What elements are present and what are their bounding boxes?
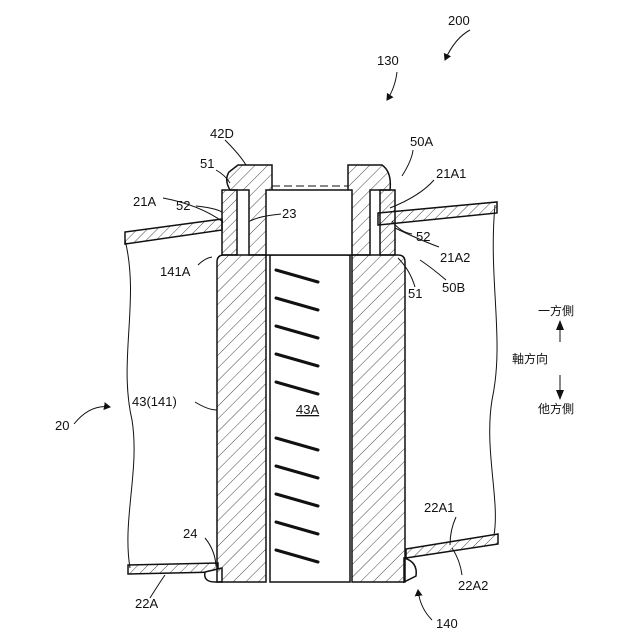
label-130: 130 [377, 53, 399, 68]
body-43 [217, 255, 266, 582]
label-140: 140 [436, 616, 458, 631]
label-51-left: 51 [200, 156, 214, 171]
weld-bead-right [404, 558, 416, 582]
arrow-200 [445, 30, 470, 60]
bore-23 [266, 190, 352, 255]
axial-direction-arrow [556, 320, 564, 400]
label-43-141: 43(141) [132, 394, 177, 409]
seal-ring-left [222, 190, 237, 255]
member-right-edge [490, 205, 497, 535]
label-200: 200 [448, 13, 470, 28]
label-52-left: 52 [176, 198, 190, 213]
label-23: 23 [282, 206, 296, 221]
label-43A: 43A [296, 402, 319, 417]
label-21A2: 21A2 [440, 250, 470, 265]
label-axial: 軸方向 [512, 351, 548, 366]
label-21A: 21A [133, 194, 156, 209]
label-other-side: 他方側 [538, 401, 574, 416]
label-50A: 50A [410, 134, 433, 149]
label-21A1: 21A1 [436, 166, 466, 181]
body-43-right [352, 255, 405, 582]
label-141A: 141A [160, 264, 191, 279]
label-51-right: 51 [408, 286, 422, 301]
arrow-140 [418, 590, 432, 620]
label-42D: 42D [210, 126, 234, 141]
arrow-130 [387, 72, 397, 100]
label-20: 20 [55, 418, 69, 433]
label-22A1: 22A1 [424, 500, 454, 515]
label-24: 24 [183, 526, 197, 541]
upper-plate-left [125, 219, 222, 244]
label-one-side: 一方側 [538, 303, 574, 318]
label-22A2: 22A2 [458, 578, 488, 593]
label-52-right: 52 [416, 229, 430, 244]
lower-plate-right [406, 534, 498, 558]
arrow-20 [74, 407, 110, 424]
label-50B: 50B [442, 280, 465, 295]
label-22A: 22A [135, 596, 158, 611]
